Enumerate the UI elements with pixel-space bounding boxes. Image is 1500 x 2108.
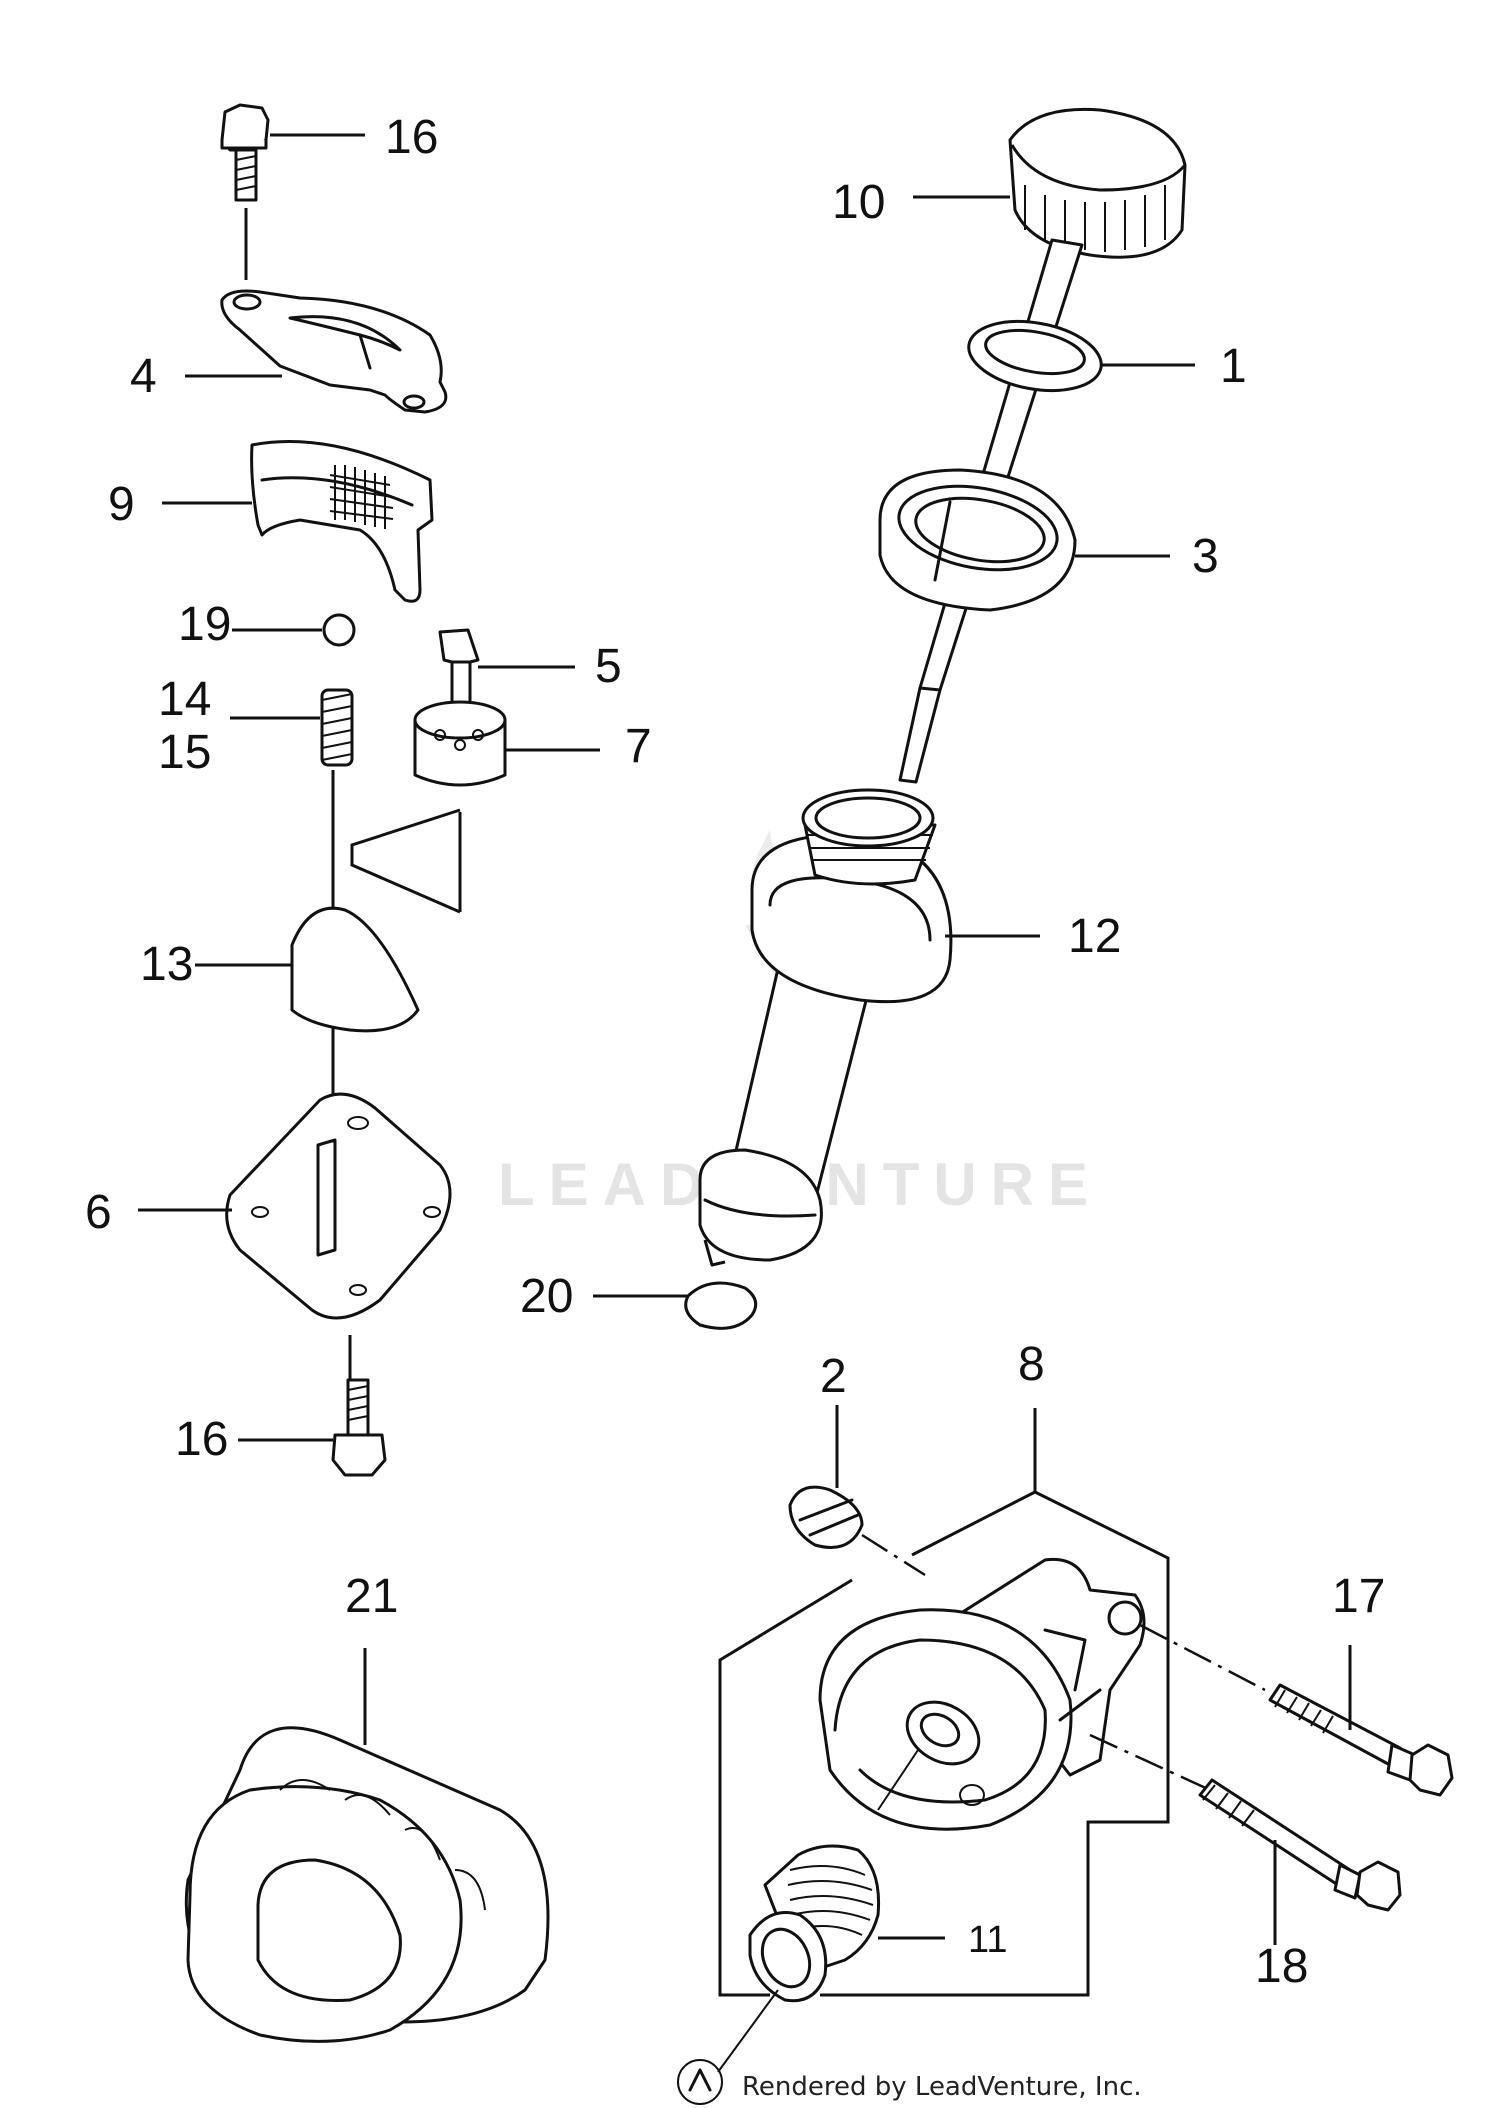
label-11: 11 xyxy=(968,1919,1007,1961)
label-4: 4 xyxy=(130,350,157,403)
label-1: 1 xyxy=(1220,340,1247,393)
label-9: 9 xyxy=(108,478,135,531)
part-17-bolt xyxy=(1268,1645,1454,1797)
part-7-valve-body xyxy=(350,700,600,914)
part-16-top-bolt xyxy=(220,103,365,280)
part-19-ball xyxy=(232,613,356,647)
part-20-plug xyxy=(593,1281,758,1330)
part-12-filler-tube xyxy=(698,788,1040,1267)
part-6-plate xyxy=(138,1092,452,1380)
credit-logo-icon xyxy=(677,2059,723,2105)
part-21-oil-filter xyxy=(184,1648,550,2043)
part-10-cap xyxy=(913,107,1187,259)
label-8: 8 xyxy=(1018,1338,1045,1391)
credit-text: Rendered by LeadVenture, Inc. xyxy=(742,2072,1142,2102)
label-19: 19 xyxy=(178,598,231,651)
part-13-cone xyxy=(195,906,420,1033)
label-15: 15 xyxy=(158,726,211,779)
label-6: 6 xyxy=(85,1186,112,1239)
label-21: 21 xyxy=(345,1570,398,1623)
label-16-bottom: 16 xyxy=(175,1413,228,1466)
part-3-grommet xyxy=(878,468,1170,612)
part-2-small-plug xyxy=(788,1405,926,1577)
part-16-bottom-bolt xyxy=(238,1378,387,1477)
label-18: 18 xyxy=(1255,1940,1308,1993)
part-8-filter-housing xyxy=(718,1408,1266,1997)
label-10: 10 xyxy=(832,176,885,229)
label-16-top: 16 xyxy=(385,111,438,164)
label-2: 2 xyxy=(820,1350,847,1403)
part-9-strainer xyxy=(162,440,434,603)
label-7: 7 xyxy=(625,720,652,773)
label-5: 5 xyxy=(595,640,622,693)
part-1-o-ring xyxy=(967,319,1195,393)
label-12: 12 xyxy=(1068,910,1121,963)
part-4-bracket xyxy=(185,289,448,414)
label-14: 14 xyxy=(158,673,211,726)
label-13: 13 xyxy=(140,938,193,991)
part-11-fitting xyxy=(717,1749,945,2073)
label-3: 3 xyxy=(1192,530,1219,583)
part-18-bolt xyxy=(1198,1778,1402,1945)
label-17: 17 xyxy=(1332,1570,1385,1623)
label-20: 20 xyxy=(520,1270,573,1323)
